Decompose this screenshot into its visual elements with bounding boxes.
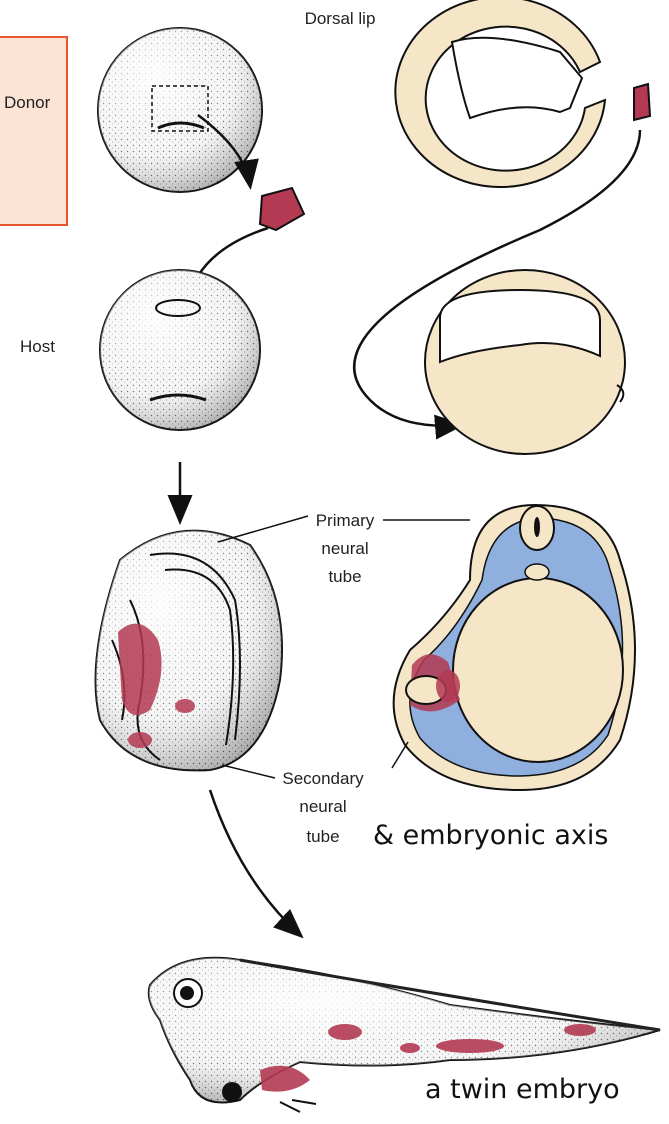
label-primary-line2: neural: [305, 538, 385, 560]
label-secondary-line3: tube: [268, 826, 378, 848]
primary-pointer-line: [218, 516, 308, 542]
label-secondary-line2: neural: [268, 796, 378, 818]
host-embryo: [100, 270, 260, 430]
label-donor: Donor: [4, 92, 64, 114]
label-host: Host: [20, 336, 80, 358]
neurula-embryo: [96, 531, 283, 771]
label-primary-line1: Primary: [305, 510, 385, 532]
donor-embryo: [98, 28, 262, 192]
graft-tissue: [260, 188, 304, 230]
label-dorsal-lip: Dorsal lip: [290, 8, 390, 30]
donor-cross-section: [395, 0, 650, 187]
label-secondary-line1: Secondary: [268, 768, 378, 790]
label-primary-line3: tube: [305, 566, 385, 588]
secondary-section-pointer: [392, 742, 408, 768]
annotation-embryonic-axis: & embryonic axis: [373, 820, 608, 851]
annotation-twin-embryo: a twin embryo: [425, 1074, 620, 1105]
neurula-cross-section: [394, 505, 635, 790]
host-cross-section: [425, 270, 625, 454]
